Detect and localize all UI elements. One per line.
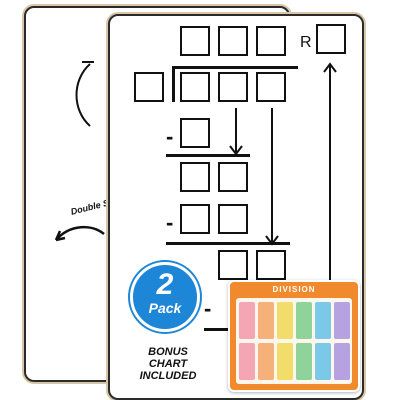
product-box [180,204,210,234]
quotient-box [218,26,248,56]
chart-table-cell [239,302,255,339]
minus-sign: - [166,124,174,149]
remainder-box [316,24,346,54]
up-arrow-icon [323,62,337,296]
minus-sign: - [204,296,212,321]
chart-table-cell [296,302,312,339]
chart-table-cell [296,343,312,380]
quotient-box [180,26,210,56]
chart-table-cell [277,302,293,339]
product-box [180,118,210,148]
remainder-label: R [300,34,312,51]
division-bar [172,66,298,69]
difference-box [218,162,248,192]
bracket-drawing [75,61,94,127]
badge-word: Pack [148,300,182,316]
dividend-box [180,72,210,102]
difference-box [180,162,210,192]
badge-number: 2 [156,268,174,301]
minus-sign: - [166,210,174,235]
chart-table-cell [258,343,274,380]
chart-grid [236,298,352,384]
bonus-text: BONUS CHART INCLUDED [128,346,208,382]
chart-table-cell [334,343,350,380]
chart-table-cell [334,302,350,339]
two-pack-badge: 2 Pack [130,262,200,332]
quotient-box [256,26,286,56]
down-arrow-icon [229,108,243,156]
difference-box [218,250,248,280]
subtraction-line [166,154,250,157]
bonus-line: BONUS [148,346,188,358]
dividend-box [256,72,286,102]
chart-title: DIVISION [272,285,316,294]
chart-table-cell [239,343,255,380]
curved-arrow-icon [54,226,105,242]
chart-table-cell [277,343,293,380]
chart-table-cell [315,343,331,380]
down-arrow-icon [265,108,279,246]
divisor-box [134,72,164,102]
subtraction-line [166,242,290,245]
bonus-line: CHART [148,358,188,370]
division-chart: DIVISION [228,280,360,392]
chart-table-cell [258,302,274,339]
division-bracket [172,66,175,102]
dividend-box [218,72,248,102]
chart-table-cell [315,302,331,339]
product-box [218,204,248,234]
difference-box [256,250,286,280]
bonus-line: INCLUDED [139,370,197,382]
